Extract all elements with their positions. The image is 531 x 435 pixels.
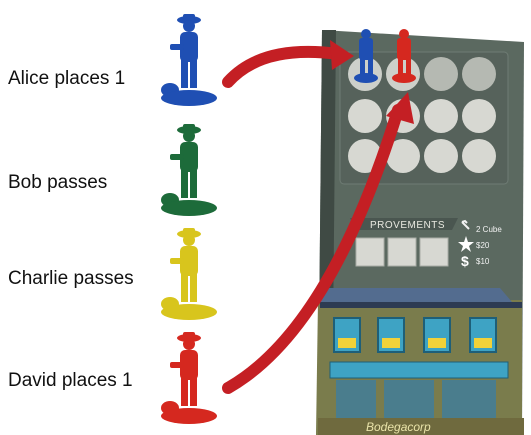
player-action-label: Alice places 1 [8, 68, 125, 90]
blue-worker-figure [156, 12, 222, 108]
slot [348, 99, 382, 133]
player-action-label: Charlie passes [8, 268, 134, 290]
awning [330, 362, 508, 378]
red-worker-figure [156, 330, 222, 426]
improvements-label: PROVEMENTS [370, 220, 445, 231]
slot [386, 99, 420, 133]
slot [348, 139, 382, 173]
slot [386, 139, 420, 173]
cost-value: $10 [476, 257, 490, 266]
slot [462, 57, 496, 91]
player-action-label: Bob passes [8, 172, 107, 194]
slot [462, 99, 496, 133]
improvement-slot [420, 238, 448, 266]
improvement-slot [356, 238, 384, 266]
cost-value: 2 Cube [476, 225, 502, 234]
slot [462, 139, 496, 173]
building-sign: Bodegacorp [366, 420, 431, 434]
slot [424, 99, 458, 133]
slot [424, 139, 458, 173]
dollar-icon: $ [461, 253, 469, 269]
cost-value: $20 [476, 241, 490, 250]
player-action-label: David places 1 [8, 370, 133, 392]
improvements-section: PROVEMENTS [350, 218, 458, 266]
green-worker-figure [156, 122, 222, 218]
building-facade: Bodegacorp [316, 288, 524, 435]
slot [424, 57, 458, 91]
yellow-worker-figure [156, 226, 222, 322]
improvement-slot [388, 238, 416, 266]
